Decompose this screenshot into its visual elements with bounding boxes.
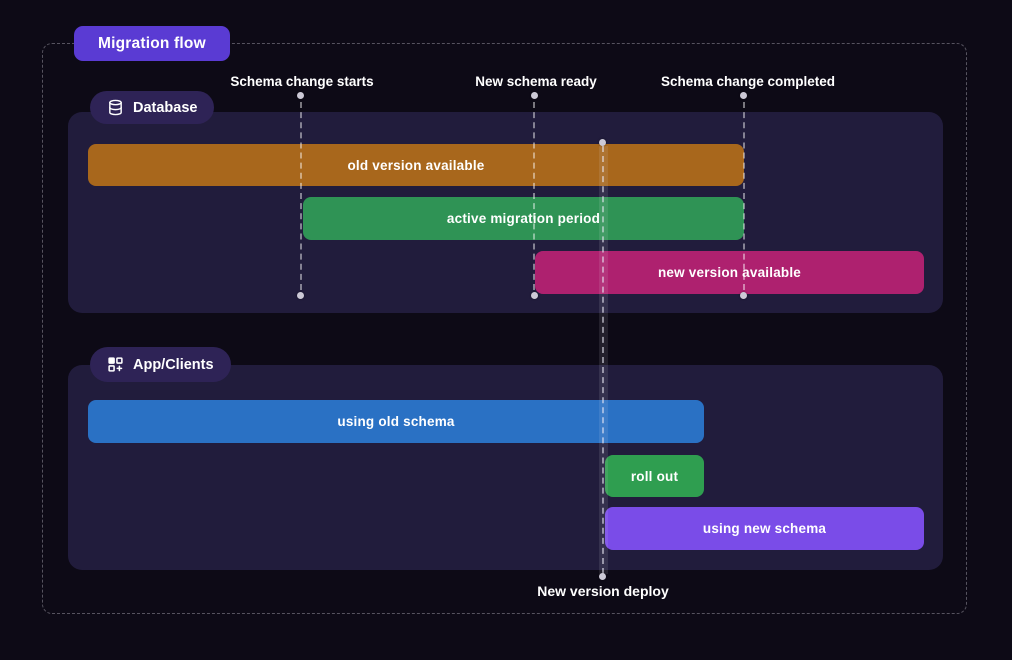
timeline-label-schema-change-starts: Schema change starts [230, 74, 374, 89]
timeline-dot [740, 92, 747, 99]
bar-label: active migration period [446, 211, 601, 226]
app-clients-badge: App/Clients [90, 347, 231, 382]
bar-new-version-available: new version available [535, 251, 924, 294]
timeline-line [743, 102, 745, 290]
bar-label: old version available [347, 157, 485, 173]
title-badge: Migration flow [74, 26, 230, 61]
timeline-dot [297, 292, 304, 299]
bar-label: roll out [630, 468, 679, 484]
grid-plus-icon [107, 356, 124, 373]
bar-roll-out: roll out [605, 455, 704, 497]
bar-using-old-schema: using old schema [88, 400, 704, 443]
timeline-line [300, 102, 302, 290]
timeline-dot [531, 292, 538, 299]
diagram-dashed-frame [42, 43, 967, 614]
timeline-label-new-version-deploy: New version deploy [537, 583, 669, 599]
database-icon [107, 99, 124, 116]
app-clients-badge-label: App/Clients [133, 356, 214, 373]
diagram-title: Migration flow [98, 34, 206, 52]
bar-old-version-available: old version available [88, 144, 744, 186]
timeline-dot [531, 92, 538, 99]
timeline-dot [297, 92, 304, 99]
deploy-dot-top [599, 139, 606, 146]
timeline-line [533, 102, 535, 290]
timeline-label-new-schema-ready: New schema ready [475, 74, 597, 89]
deploy-dot-bottom [599, 573, 606, 580]
deploy-line [602, 146, 604, 574]
timeline-label-schema-change-completed: Schema change completed [660, 74, 836, 89]
bar-label: using new schema [702, 521, 827, 536]
bar-label: new version available [657, 265, 802, 280]
database-badge-label: Database [133, 99, 198, 116]
bar-using-new-schema: using new schema [605, 507, 924, 550]
bar-active-migration-period: active migration period [303, 197, 744, 240]
database-badge: Database [90, 91, 215, 124]
bar-label: using old schema [337, 414, 455, 429]
timeline-dot [740, 292, 747, 299]
